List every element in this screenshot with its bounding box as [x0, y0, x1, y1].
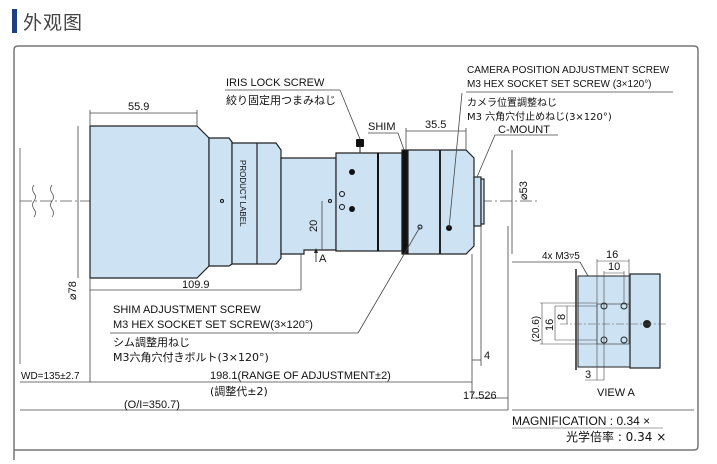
- c-mount-label: C-MOUNT: [498, 124, 550, 136]
- iris-lock-label-jp: 絞り固定用つまみねじ: [226, 93, 336, 107]
- view-a-height-inner: 8: [556, 314, 568, 320]
- shim-label: SHIM: [368, 121, 396, 133]
- mount-block-2: [377, 152, 403, 252]
- dim-object-image: (O/I=350.7): [124, 399, 180, 411]
- camera-position-label-en2: M3 HEX SOCKET SET SCREW (3×120°): [467, 79, 652, 90]
- shim-adjust-label-en1: SHIM ADJUSTMENT SCREW: [113, 304, 261, 316]
- product-label: PRODUCT LABEL: [238, 160, 247, 227]
- front-barrel: [89, 125, 210, 279]
- shim-adjust-label-en2: M3 HEX SOCKET SET SCREW(3×120°): [113, 319, 313, 331]
- dim-step-height: 20: [308, 220, 320, 232]
- view-a-arrow-icon: [314, 248, 318, 253]
- iris-lock-label-en: IRIS LOCK SCREW: [226, 77, 325, 89]
- dim-rear-diameter: ⌀53: [518, 181, 530, 200]
- break-line-2: [50, 184, 54, 218]
- dim-total-adjust-en: 198.1(RANGE OF ADJUSTMENT±2): [210, 370, 391, 382]
- iris-lock-screw-icon: [356, 139, 364, 147]
- view-a-diagram: [540, 259, 668, 381]
- dim-rear-length: 35.5: [425, 119, 446, 131]
- dim-flange-gap: 4: [484, 350, 490, 362]
- dim-front-length: 55.9: [128, 101, 149, 113]
- camera-position-label-en1: CAMERA POSITION ADJUSTMENT SCREW: [467, 65, 670, 76]
- camera-position-label-jp2: M3 六角穴付止めねじ(3×120°): [467, 110, 612, 123]
- break-line-1: [32, 184, 36, 218]
- shim: [401, 149, 409, 255]
- mount-block-1: [335, 152, 379, 252]
- camera-position-label-jp1: カメラ位置調整ねじ: [467, 96, 557, 109]
- dim-total-adjust-jp: (調整代±2): [210, 384, 268, 398]
- dim-working-distance: WD=135±2.7: [21, 371, 80, 382]
- page-title: 外观图: [23, 12, 84, 34]
- view-a-height-total: (20.6): [531, 316, 542, 342]
- screw-hole: [349, 169, 355, 175]
- shim-adjust-label-jp2: M3六角穴付きボルト(3×120°): [113, 350, 269, 364]
- iris-barrel: [280, 157, 337, 255]
- view-a-holes: 4x M3▿5: [542, 251, 580, 262]
- view-a-label: VIEW A: [597, 387, 636, 399]
- view-a-width-outer: 16: [606, 249, 618, 261]
- magnification-en: MAGNIFICATION : 0.34 ×: [512, 414, 650, 428]
- magnification-jp: 光学倍率 : 0.34 ×: [566, 429, 666, 444]
- view-a-width-inner: 10: [608, 261, 620, 273]
- view-a-height-outer: 16: [544, 319, 556, 331]
- shim-adjust-label-jp1: シム調整用ねじ: [113, 335, 190, 349]
- dim-front-diameter: ⌀78: [67, 281, 79, 300]
- dim-body-length: 109.9: [182, 279, 210, 291]
- view-a-offset: 3: [585, 369, 591, 381]
- c-mount-thread: [473, 176, 482, 227]
- dim-flange-back: 17.526: [463, 390, 497, 402]
- title-accent-bar: [12, 9, 17, 33]
- drawing-frame: [13, 45, 699, 460]
- view-a-marker: A: [319, 253, 327, 265]
